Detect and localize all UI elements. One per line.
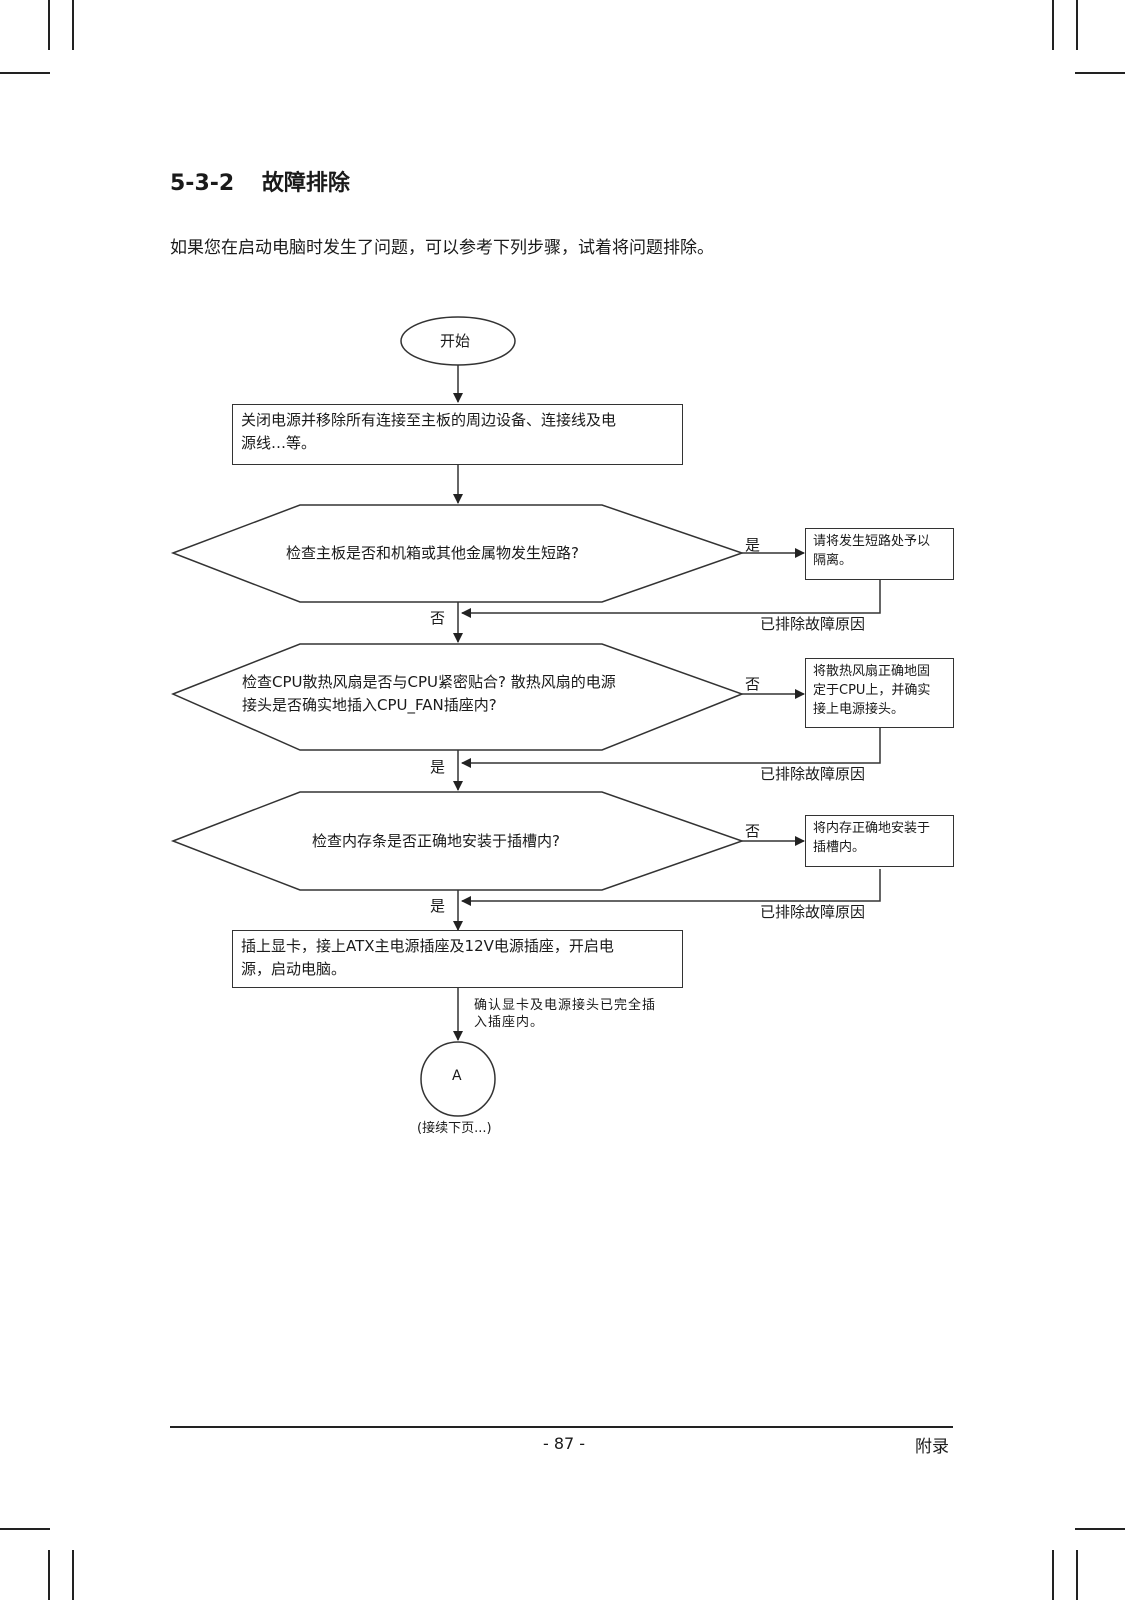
page-number: - 87 - [543, 1434, 586, 1453]
step-2-line-1: 插上显卡，接上ATX主电源插座及12V电源插座，开启电 [241, 937, 614, 955]
decision-3-yes-label: 是 [430, 897, 446, 915]
decision-1-action-line-2: 隔离。 [813, 553, 853, 568]
decision-2-no-label: 否 [745, 675, 761, 693]
decision-1-no-label: 否 [430, 609, 446, 627]
decision-2-action-box: 将散热风扇正确地固 定于CPU上，并确实 接上电源接头。 [805, 658, 954, 728]
decision-1-action-line-1: 请将发生短路处予以 [813, 534, 931, 549]
step-2-box: 插上显卡，接上ATX主电源插座及12V电源插座，开启电 源，启动电脑。 [232, 930, 683, 988]
step-2-note-line-2: 入插座内。 [474, 1015, 545, 1030]
section-title: 故障排除 [261, 171, 350, 196]
decision-3-text: 检查内存条是否正确地安装于插槽内? [312, 832, 560, 850]
continued-label: (接续下页...) [417, 1121, 492, 1136]
step-1-box: 关闭电源并移除所有连接至主板的周边设备、连接线及电 源线…等。 [232, 404, 683, 465]
decision-1-fixed-label: 已排除故障原因 [760, 615, 866, 633]
section-heading: 5-3-2 故障排除 [170, 165, 350, 197]
footer-rule [170, 1426, 953, 1428]
step-1-line-1: 关闭电源并移除所有连接至主板的周边设备、连接线及电 [241, 411, 617, 429]
crop-mark [1076, 0, 1078, 50]
section-number: 5-3-2 [170, 171, 235, 196]
decision-2-line-2: 接头是否确实地插入CPU_FAN插座内? [242, 696, 497, 714]
step-2-note: 确认显卡及电源接头已完全插 入插座内。 [474, 997, 656, 1031]
crop-mark [1075, 1528, 1125, 1530]
step-2-note-line-1: 确认显卡及电源接头已完全插 [474, 998, 657, 1013]
decision-3-action-line-2: 插槽内。 [813, 840, 866, 855]
decision-1-text: 检查主板是否和机箱或其他金属物发生短路? [286, 544, 579, 562]
decision-3-no-label: 否 [745, 822, 761, 840]
decision-2-yes-label: 是 [430, 758, 446, 776]
crop-mark [1076, 1550, 1078, 1600]
start-label: 开始 [440, 332, 471, 350]
footer-section: 附录 [915, 1437, 949, 1457]
decision-3-action-box: 将内存正确地安装于 插槽内。 [805, 815, 954, 867]
step-1-line-2: 源线…等。 [241, 434, 317, 452]
crop-mark [72, 1550, 74, 1600]
decision-2-action-line-2: 定于CPU上，并确实 [813, 683, 931, 698]
connector-label: A [452, 1068, 462, 1084]
crop-mark [48, 1550, 50, 1600]
decision-2-action-line-3: 接上电源接头。 [813, 702, 905, 717]
decision-1-action-box: 请将发生短路处予以 隔离。 [805, 528, 954, 580]
crop-mark [72, 0, 74, 50]
decision-2-fixed-label: 已排除故障原因 [760, 765, 866, 783]
crop-mark [0, 1528, 50, 1530]
connector-circle [420, 1041, 496, 1117]
crop-mark [0, 72, 50, 74]
crop-mark [1075, 72, 1125, 74]
intro-text: 如果您在启动电脑时发生了问题，可以参考下列步骤，试着将问题排除。 [170, 238, 714, 258]
crop-mark [1052, 0, 1054, 50]
decision-1-yes-label: 是 [745, 536, 761, 554]
decision-2-line-1: 检查CPU散热风扇是否与CPU紧密贴合? 散热风扇的电源 [242, 673, 616, 691]
decision-2-action-line-1: 将散热风扇正确地固 [813, 664, 931, 679]
decision-2-text: 检查CPU散热风扇是否与CPU紧密贴合? 散热风扇的电源 接头是否确实地插入CP… [242, 671, 616, 717]
crop-mark [1052, 1550, 1054, 1600]
crop-mark [48, 0, 50, 50]
decision-3-fixed-label: 已排除故障原因 [760, 903, 866, 921]
step-2-line-2: 源，启动电脑。 [241, 960, 347, 978]
decision-3-action-line-1: 将内存正确地安装于 [813, 821, 931, 836]
